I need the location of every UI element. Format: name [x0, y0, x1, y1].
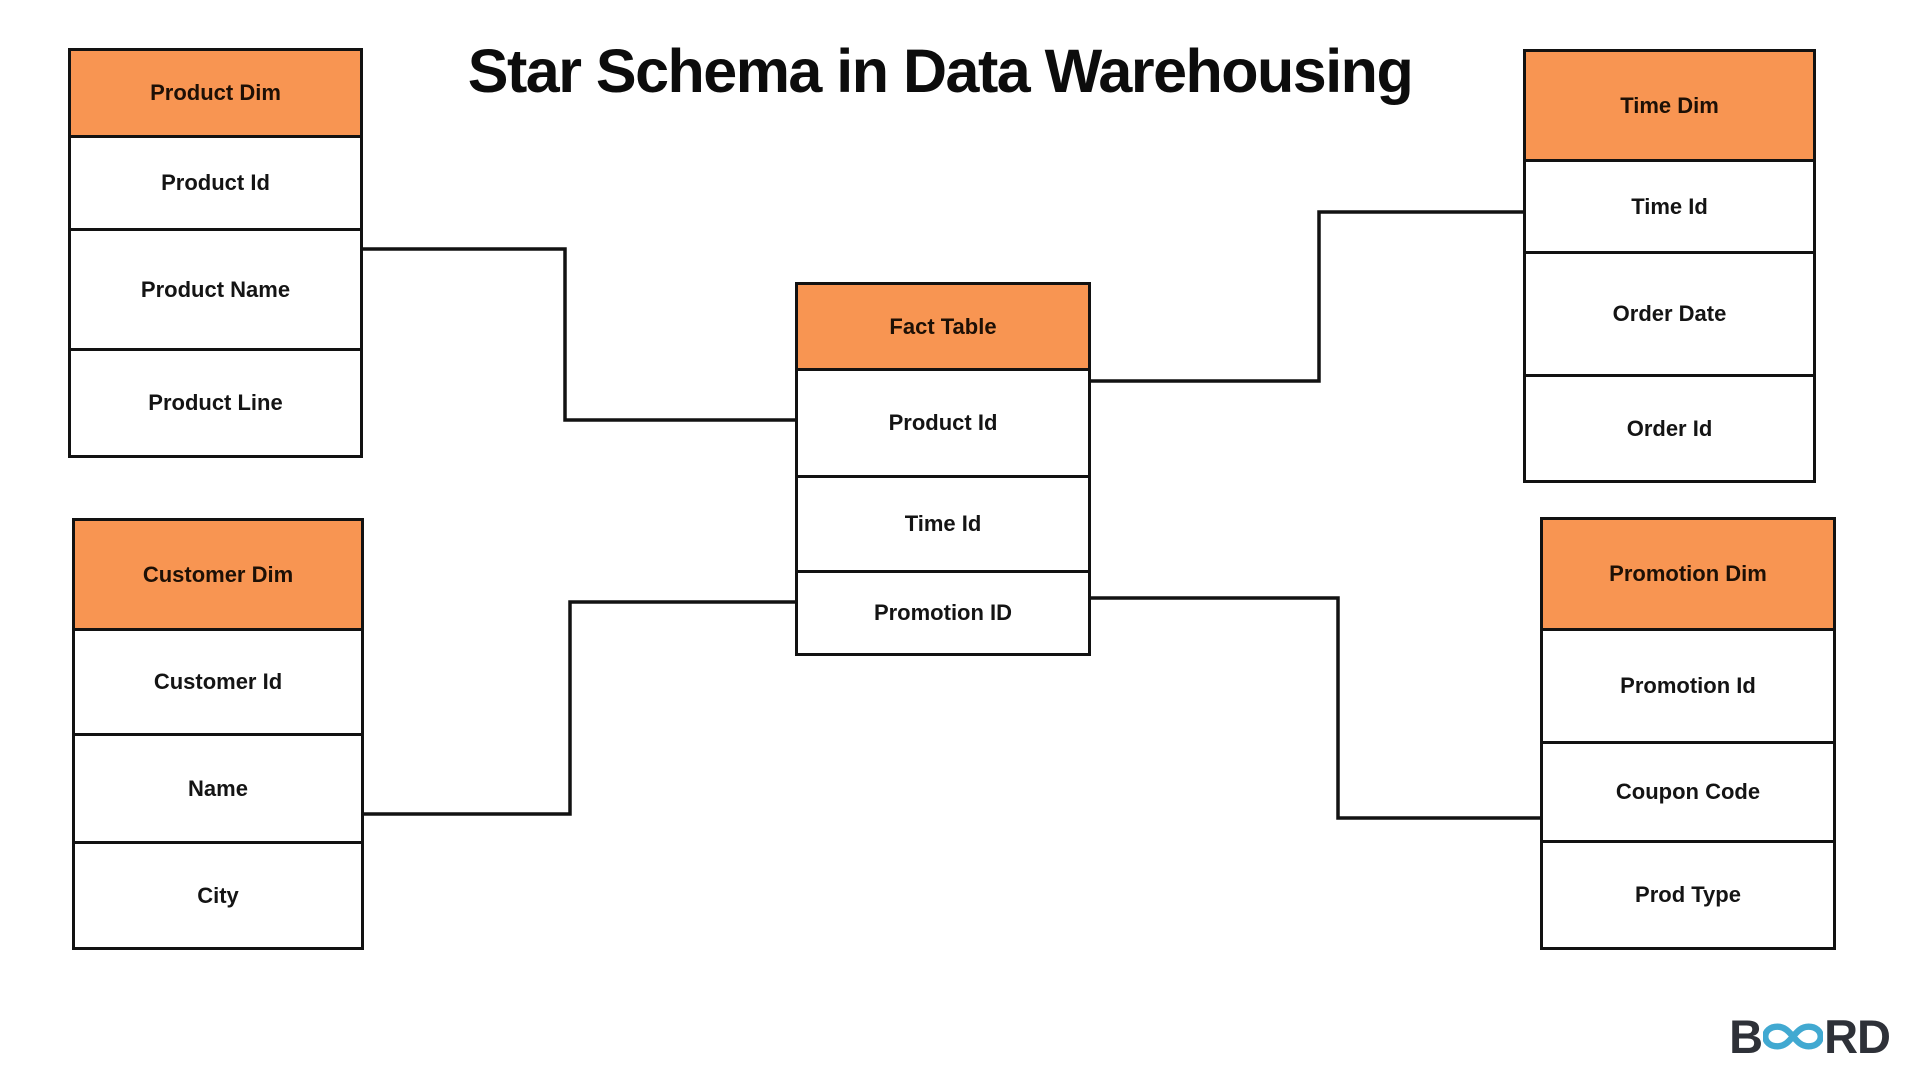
table-row: City	[75, 841, 361, 947]
connector-product-dim-to-fact	[357, 247, 795, 422]
table-row: Coupon Code	[1543, 741, 1833, 840]
table-row: Product Id	[798, 368, 1088, 475]
table-row: Time Id	[1526, 159, 1813, 251]
table-row: Promotion ID	[798, 570, 1088, 653]
brand-logo-suffix: RD	[1824, 1010, 1891, 1063]
table-row: Promotion Id	[1543, 628, 1833, 741]
table-header: Customer Dim	[75, 521, 361, 628]
brand-logo-prefix: B	[1729, 1010, 1763, 1063]
table-row: Order Date	[1526, 251, 1813, 374]
page-title: Star Schema in Data Warehousing	[467, 37, 1414, 105]
table-row: Prod Type	[1543, 840, 1833, 947]
connector-fact-to-promotion-dim	[1085, 596, 1540, 820]
brand-logo: B RD	[1729, 1010, 1891, 1063]
table-time-dim: Time Dim Time Id Order Date Order Id	[1523, 49, 1816, 483]
connector-customer-dim-to-fact	[358, 600, 795, 816]
table-row: Product Line	[71, 348, 360, 455]
table-row: Product Id	[71, 135, 360, 228]
table-header: Product Dim	[71, 51, 360, 135]
table-row: Order Id	[1526, 374, 1813, 480]
table-header: Promotion Dim	[1543, 520, 1833, 628]
table-customer-dim: Customer Dim Customer Id Name City	[72, 518, 364, 950]
table-fact: Fact Table Product Id Time Id Promotion …	[795, 282, 1091, 656]
table-row: Customer Id	[75, 628, 361, 733]
connector-fact-to-time-dim	[1085, 210, 1523, 383]
table-header: Time Dim	[1526, 52, 1813, 159]
table-header: Fact Table	[798, 285, 1088, 368]
table-product-dim: Product Dim Product Id Product Name Prod…	[68, 48, 363, 458]
infinity-icon	[1763, 1023, 1824, 1050]
table-row: Time Id	[798, 475, 1088, 570]
table-row: Product Name	[71, 228, 360, 348]
table-row: Name	[75, 733, 361, 841]
table-promotion-dim: Promotion Dim Promotion Id Coupon Code P…	[1540, 517, 1836, 950]
